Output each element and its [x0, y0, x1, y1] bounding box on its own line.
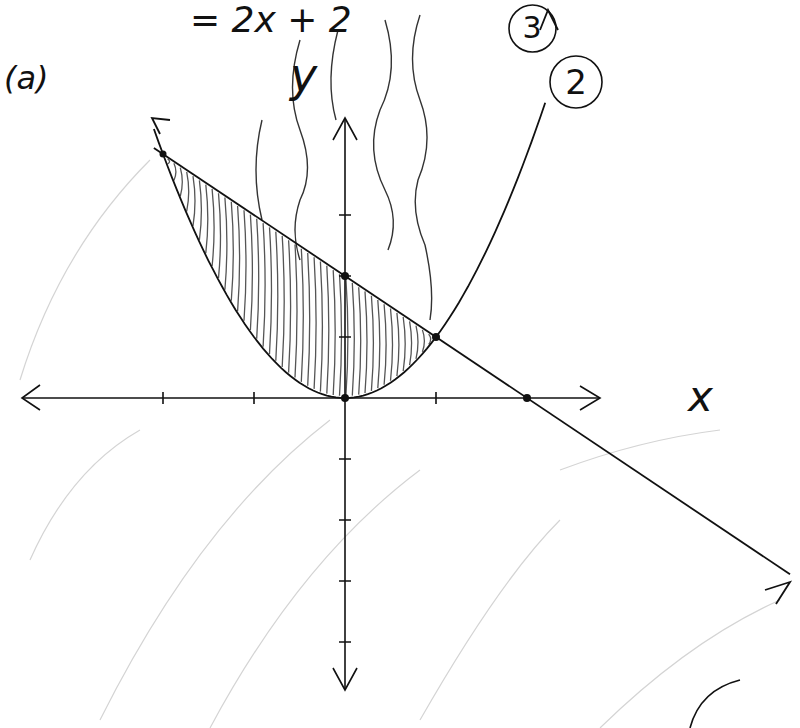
marked-points [160, 151, 532, 403]
hatch-stroke [384, 304, 386, 385]
hatch-stroke [212, 189, 214, 266]
hatch-stroke [174, 163, 176, 180]
partial-circle [690, 680, 740, 728]
hatch-stroke [333, 270, 335, 395]
callout-number: 3 [507, 13, 558, 43]
hatch-stroke [257, 219, 259, 339]
bleed-through-arcs [20, 160, 780, 728]
hatch-stroke [219, 193, 221, 278]
point [160, 151, 167, 158]
hatch-stroke [263, 223, 265, 347]
hatch-stroke [340, 274, 342, 396]
point [432, 333, 440, 341]
curve-arrowheads [152, 10, 790, 604]
axes [22, 118, 600, 690]
hatch-stroke [244, 210, 246, 320]
hatch-stroke [206, 185, 208, 254]
hatch-stroke [238, 206, 240, 311]
axis-label: x [688, 376, 713, 418]
hatch-stroke [308, 253, 310, 386]
hatch-stroke [193, 176, 195, 226]
hatch-stroke [359, 287, 361, 394]
x-axis-arrow [580, 386, 600, 410]
hatch-stroke [320, 262, 322, 392]
callout-number: 2 [548, 65, 604, 99]
point [341, 394, 349, 402]
x-axis [22, 397, 600, 399]
hatch-stroke [416, 326, 418, 359]
hatch-stroke [282, 236, 284, 367]
scribble [256, 120, 262, 220]
hatch-stroke [168, 159, 170, 164]
hatch-stroke [270, 227, 272, 354]
hatch-stroke [391, 309, 393, 381]
hatch-stroke [378, 300, 380, 388]
point [523, 394, 531, 402]
hatch-stroke [250, 215, 252, 330]
hatch-stroke [289, 240, 291, 372]
arrowhead [765, 582, 790, 604]
hatch-stroke [410, 321, 412, 365]
hatch-stroke [422, 330, 424, 352]
tick-marks [163, 392, 436, 404]
wavy-scribbles [256, 15, 432, 320]
hatch-stroke [352, 283, 354, 396]
scribble [374, 20, 394, 250]
hatch-stroke [397, 313, 399, 376]
hatch-stroke [225, 198, 227, 290]
faint-arc [600, 600, 780, 728]
hatch-stroke [365, 291, 367, 393]
scribble [331, 30, 338, 120]
x-axis-arrow [22, 385, 40, 410]
parabola-curve [154, 103, 545, 398]
faint-arc [210, 470, 420, 728]
y-axis-arrow [333, 668, 357, 690]
y-axis-arrow [333, 118, 357, 140]
faint-arc [20, 160, 150, 380]
hatch-stroke [231, 202, 233, 301]
hatch-stroke [327, 266, 329, 394]
faint-arc [30, 430, 140, 560]
part-label: (a) [4, 62, 49, 94]
hatch-stroke [295, 245, 297, 378]
arrowhead [152, 118, 170, 134]
point [341, 272, 349, 280]
circled-number: 2 [548, 54, 604, 110]
y-axis [344, 118, 346, 690]
scribble [413, 15, 432, 320]
axis-label: y [290, 52, 317, 98]
straight-line [154, 148, 790, 574]
hatch-stroke [371, 296, 373, 391]
faint-arc [100, 420, 330, 720]
hatch-stroke [301, 249, 303, 382]
hatch-stroke [314, 257, 316, 389]
hatch-stroke [187, 172, 189, 211]
hatch-stroke [403, 317, 405, 371]
circled-number: 3 [507, 3, 558, 54]
equation-text: = 2x + 2 [190, 2, 352, 38]
hatch-stroke [180, 168, 182, 197]
hatch-stroke [276, 232, 278, 361]
faint-arc [420, 520, 560, 720]
hatch-stroke [199, 180, 201, 239]
